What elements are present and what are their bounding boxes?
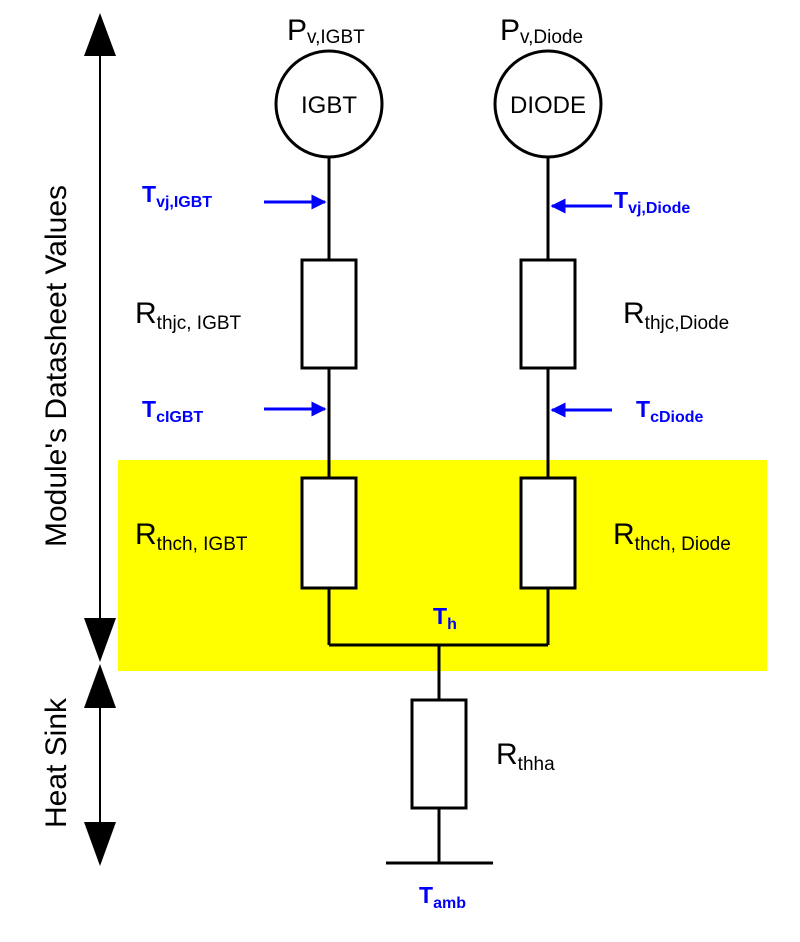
igbt-power-loss-label: Pv,IGBT <box>287 14 365 48</box>
arrow-up-head <box>84 13 116 56</box>
arrow-down-head <box>84 822 116 866</box>
tvj-diode-label: Tvj,Diode <box>614 187 690 217</box>
circuit-wires <box>327 157 550 865</box>
arrow-up-head <box>84 664 116 708</box>
diode-source-circle <box>493 49 603 159</box>
tc-igbt-label: TcIGBT <box>142 396 203 426</box>
rthjc-igbt-label: Rthjc, IGBT <box>135 297 242 334</box>
rthha-resistor <box>410 698 468 810</box>
igbt-source-circle <box>274 49 384 159</box>
datasheet-side-label: Module's Datasheet Values <box>40 185 73 547</box>
tc-diode-label: TcDiode <box>636 396 704 426</box>
tamb-label: Tamb <box>419 882 466 912</box>
igbt-source-label: IGBT <box>301 92 357 119</box>
diode-source-label: DIODE <box>510 92 586 119</box>
rthch-diode-label: Rthch, Diode <box>613 518 731 555</box>
heatsink-range-arrow <box>84 664 116 866</box>
heatsink-side-label: Heat Sink <box>40 697 73 828</box>
rthch-igbt-label: Rthch, IGBT <box>135 518 248 555</box>
rthjc-diode-label: Rthjc,Diode <box>623 297 729 334</box>
rthha-label: Rthha <box>496 738 555 775</box>
datasheet-range-arrow <box>84 13 116 662</box>
rthch-igbt-resistor <box>300 476 358 590</box>
tvj-igbt-label: Tvj,IGBT <box>142 181 212 211</box>
rthch-diode-resistor <box>519 476 577 590</box>
case-to-heatsink-highlight <box>118 460 767 671</box>
rthjc-diode-resistor <box>519 258 577 370</box>
rthjc-igbt-resistor <box>300 258 358 370</box>
arrow-down-head <box>84 618 116 662</box>
th-label: Th <box>433 603 457 633</box>
diode-power-loss-label: Pv,Diode <box>500 14 583 48</box>
